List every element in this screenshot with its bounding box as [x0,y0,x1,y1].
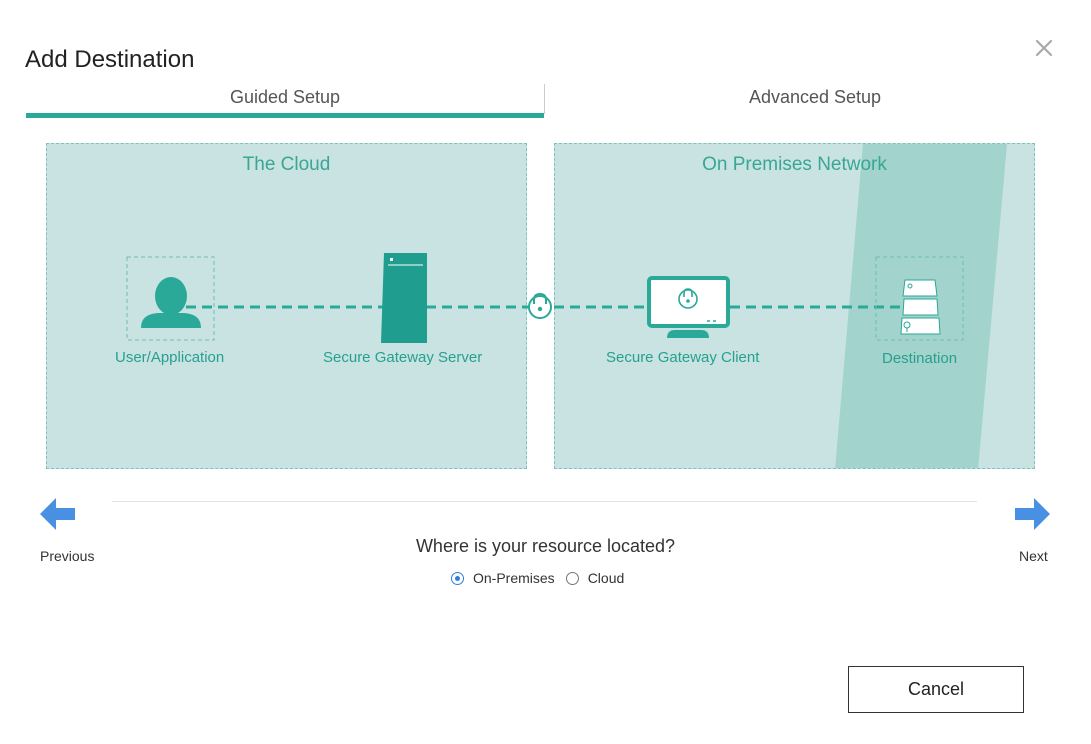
tab-bar: Guided Setup Advanced Setup [26,84,1036,120]
tab-advanced-setup[interactable]: Advanced Setup [748,87,882,107]
next-button[interactable]: Next [1019,548,1048,564]
tab-guided-setup[interactable]: Guided Setup [229,87,341,107]
dialog-title: Add Destination [25,46,195,73]
destination-label: Destination [882,350,958,367]
cloud-label[interactable]: Cloud [587,570,625,586]
cloud-panel: The Cloud [46,143,527,469]
on-premises-label[interactable]: On-Premises [473,570,555,586]
previous-arrow-icon[interactable] [38,496,78,532]
next-arrow-icon[interactable] [1012,496,1052,532]
onprem-highlight-band [835,144,1007,468]
user-application-label: User/Application [115,349,225,366]
tab-divider [544,84,545,114]
onprem-panel-title: On Premises Network [702,154,887,175]
lock-icon [528,292,552,319]
divider [112,501,977,502]
onprem-panel: On Premises Network [554,143,1035,469]
cancel-button[interactable]: Cancel [848,666,1024,713]
close-icon[interactable] [1032,36,1056,60]
gateway-client-label: Secure Gateway Client [606,349,760,366]
active-tab-indicator [26,113,544,118]
cloud-radio[interactable] [565,571,579,585]
gateway-server-label: Secure Gateway Server [323,349,483,366]
previous-button[interactable]: Previous [40,548,95,564]
location-radio-group: On-Premises Cloud [451,570,635,586]
resource-location-question: Where is your resource located? [415,536,676,556]
cloud-panel-title: The Cloud [242,154,331,175]
on-premises-radio[interactable] [451,571,464,585]
